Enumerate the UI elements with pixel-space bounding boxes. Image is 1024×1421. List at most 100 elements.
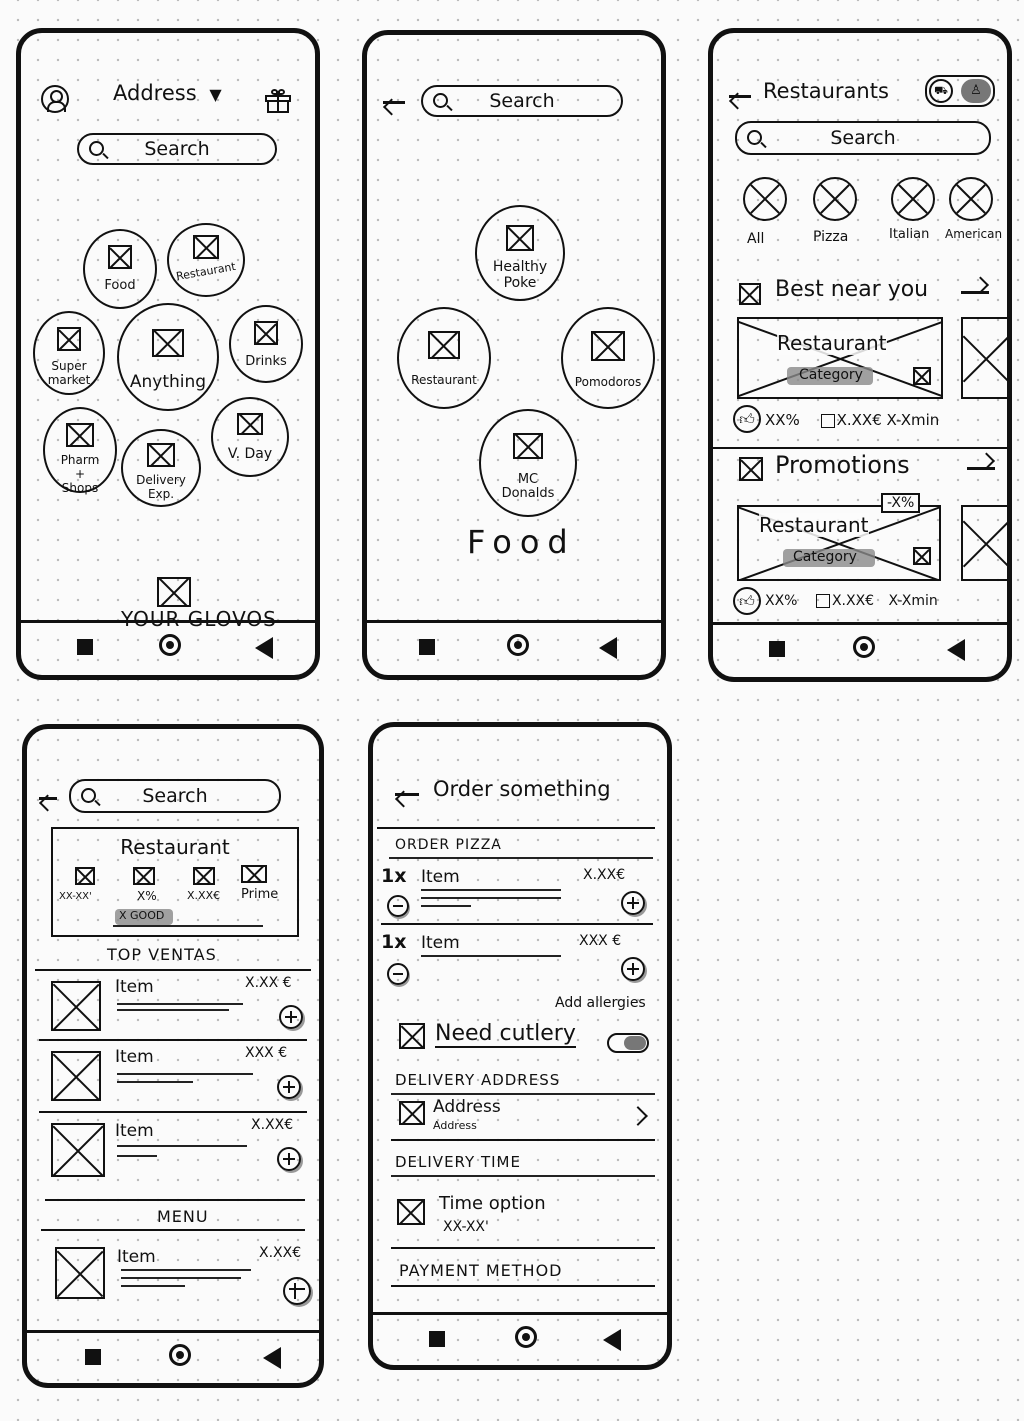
recent-apps-button[interactable] (769, 641, 785, 657)
back-button[interactable] (263, 1347, 281, 1369)
item-price: X.XX€ (251, 1117, 294, 1133)
add-item-button[interactable] (283, 1277, 311, 1305)
item-description-line (117, 1145, 247, 1147)
category-bubble-restaurant[interactable]: Restaurant (167, 223, 245, 297)
home-button[interactable] (515, 1326, 537, 1348)
add-item-button[interactable] (277, 1075, 301, 1099)
promotion-card[interactable] (737, 505, 941, 581)
back-arrow-icon[interactable] (729, 95, 751, 98)
rating-percent: XX% (765, 411, 800, 429)
item-description-line (421, 897, 561, 899)
item-name: Item (115, 1121, 154, 1141)
category-bubble-vday[interactable]: V. Day (211, 397, 289, 477)
see-all-arrow-icon[interactable] (967, 467, 995, 470)
chevron-right-icon[interactable] (628, 1106, 648, 1126)
decrease-quantity-button[interactable] (387, 963, 409, 985)
search-input[interactable]: Search (735, 121, 991, 155)
your-glovos-icon[interactable] (157, 577, 191, 607)
restaurant-bubble-healthy-poke[interactable]: Healthy Poke (475, 205, 565, 301)
pickup-icon: ♙ (961, 79, 991, 103)
recent-apps-button[interactable] (77, 639, 93, 655)
address-selector[interactable]: Address ▼ (113, 81, 222, 105)
recent-apps-button[interactable] (85, 1349, 101, 1365)
category-highlight (783, 549, 875, 567)
bubble-label: Delivery Exp. (136, 473, 186, 501)
search-input[interactable]: Search (77, 133, 277, 165)
home-button[interactable] (853, 636, 875, 658)
bubble-label: V. Day (227, 446, 273, 462)
fee-icon (193, 867, 215, 885)
gift-icon[interactable] (265, 89, 291, 113)
rating-percent: XX% (765, 593, 798, 609)
category-bubble-supermarket[interactable]: Super market (33, 311, 105, 395)
image-placeholder (147, 443, 175, 467)
favorite-icon[interactable] (913, 367, 931, 385)
rating-label: X GOOD (119, 909, 165, 922)
category-filter-american[interactable] (949, 177, 993, 221)
add-item-button[interactable] (279, 1005, 303, 1029)
address-title[interactable]: Address (433, 1097, 501, 1117)
category-filter-italian[interactable] (891, 177, 935, 221)
recent-apps-button[interactable] (419, 639, 435, 655)
see-all-arrow-icon[interactable] (961, 291, 989, 294)
item-name: Item (115, 977, 154, 997)
item-quantity[interactable]: 1x (381, 865, 407, 887)
image-placeholder (591, 331, 625, 361)
category-bubble-anything[interactable]: Anything (117, 303, 219, 411)
category-bubble-delivery-express[interactable]: Delivery Exp. (121, 429, 201, 507)
recent-apps-button[interactable] (429, 1331, 445, 1347)
category-bubble-pharmacy[interactable]: Pharm + Shops (43, 407, 117, 495)
home-button[interactable] (159, 634, 181, 656)
back-button[interactable] (599, 637, 617, 659)
increase-quantity-button[interactable] (621, 891, 645, 915)
search-icon (89, 141, 104, 156)
cutlery-icon (399, 1023, 425, 1049)
add-allergies-link[interactable]: Add allergies (555, 995, 646, 1011)
delivery-pickup-toggle[interactable]: ⛟ ♙ (925, 75, 995, 107)
image-placeholder (513, 433, 543, 459)
screen-title: Restaurants (763, 79, 889, 103)
category-filter-all[interactable] (743, 177, 787, 221)
category-bubble-food[interactable]: Food (83, 229, 157, 309)
image-placeholder (66, 423, 94, 447)
back-arrow-icon[interactable] (383, 101, 405, 104)
image-placeholder (193, 235, 219, 259)
search-input[interactable]: Search (421, 85, 623, 117)
decrease-quantity-button[interactable] (387, 895, 409, 917)
section-title-promotions: Promotions (775, 451, 910, 479)
search-placeholder: Search (489, 90, 555, 112)
restaurant-card[interactable] (737, 317, 943, 399)
promotion-card-next[interactable] (961, 505, 1007, 581)
search-icon (433, 93, 448, 108)
profile-icon[interactable] (41, 85, 69, 113)
image-placeholder (254, 321, 278, 345)
add-item-button[interactable] (277, 1147, 301, 1171)
category-bubble-drinks[interactable]: Drinks (229, 305, 303, 383)
restaurant-bubble-restaurant[interactable]: Restaurant (397, 307, 491, 409)
your-glovos-label[interactable]: YOUR GLOVOS (121, 607, 277, 631)
back-button[interactable] (255, 637, 273, 659)
item-description-line (121, 1269, 251, 1271)
back-button[interactable] (603, 1329, 621, 1351)
address-label: Address (113, 81, 197, 105)
search-placeholder: Search (830, 127, 896, 149)
item-quantity[interactable]: 1x (381, 931, 407, 953)
back-button[interactable] (947, 639, 965, 661)
phone-screen-home: Address ▼ Search Food Restaurant Super m… (16, 28, 320, 680)
cutlery-toggle[interactable] (607, 1033, 649, 1053)
time-option[interactable]: Time option (439, 1193, 546, 1214)
home-button[interactable] (169, 1344, 191, 1366)
home-button[interactable] (507, 634, 529, 656)
restaurant-card-next[interactable] (961, 317, 1007, 399)
back-arrow-icon[interactable] (39, 797, 57, 800)
image-placeholder (152, 329, 184, 357)
restaurant-bubble-mcdonalds[interactable]: MC Donalds (479, 409, 577, 517)
back-arrow-icon[interactable] (395, 793, 419, 796)
increase-quantity-button[interactable] (621, 957, 645, 981)
search-input[interactable]: Search (69, 779, 281, 813)
restaurant-bubble-pomodoros[interactable]: Pomodoros (561, 307, 655, 409)
section-title-payment[interactable]: PAYMENT METHOD (399, 1261, 563, 1280)
category-filter-pizza[interactable] (813, 177, 857, 221)
item-image (51, 1051, 101, 1101)
favorite-icon[interactable] (913, 547, 931, 565)
